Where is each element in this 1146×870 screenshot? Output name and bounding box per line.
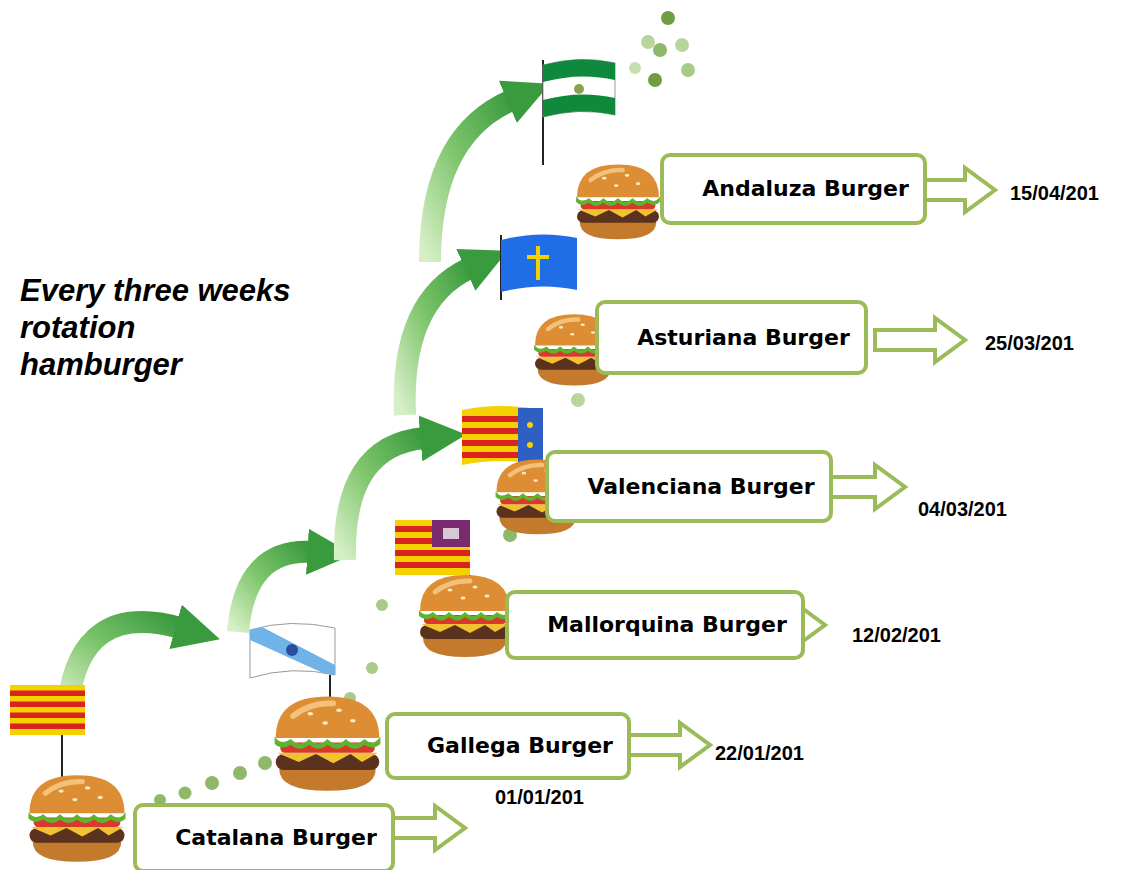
flag-field: [250, 623, 335, 678]
dot-trail: [154, 11, 695, 806]
date-arrows: [368, 168, 995, 850]
flag-cross: [527, 255, 549, 259]
flag-emblem: [286, 644, 298, 656]
flag-crown: [527, 442, 533, 448]
flag-field: [395, 520, 470, 575]
flag-field: [10, 685, 85, 735]
date-label: 25/03/201: [985, 332, 1074, 355]
rotation-arrows: [68, 100, 512, 705]
asturian-flag: [501, 234, 577, 292]
burger-box: Gallega Burger: [385, 712, 631, 780]
galician-flag: [250, 623, 335, 678]
burger-picture: [419, 575, 511, 657]
curved-arrow: [405, 268, 470, 415]
flag-stripe: [462, 452, 518, 458]
title-note: Every three weeks rotation hamburger: [20, 272, 305, 384]
flag-stripe: [395, 562, 470, 568]
burger-name: Gallega Burger: [427, 734, 613, 758]
curved-arrow: [430, 100, 512, 262]
dot: [661, 11, 675, 25]
date-label: 01/01/201: [495, 786, 584, 809]
date-label: 15/04/201: [1010, 182, 1099, 205]
flag-field: [501, 234, 577, 292]
burger-box: Valenciana Burger: [545, 450, 833, 523]
burger-picture: [576, 165, 660, 240]
andalusian-flag: [543, 59, 615, 117]
flag-canton: [432, 520, 470, 547]
flag-band: [250, 627, 335, 675]
date-label: 12/02/201: [852, 624, 941, 647]
flag-stripe: [462, 440, 518, 446]
dot: [648, 73, 662, 87]
curved-arrow: [238, 552, 312, 632]
flag-emblem: [574, 84, 584, 94]
flag-stripe: [10, 691, 85, 697]
flag-crown: [527, 422, 533, 428]
burger-box: Mallorquina Burger: [505, 590, 805, 660]
valencian-flag: [462, 406, 543, 465]
dot: [571, 393, 585, 407]
burger-box: Catalana Burger: [133, 803, 395, 870]
flag-field: [543, 59, 615, 117]
flag-stripe: [10, 702, 85, 708]
dot: [629, 62, 641, 74]
flag-band: [518, 408, 543, 465]
dot: [233, 766, 247, 780]
burger-name: Andaluza Burger: [702, 177, 909, 201]
flag-stripe: [10, 713, 85, 719]
dot: [653, 43, 667, 57]
flag-stripe: [462, 416, 518, 422]
flag-stripe: [395, 550, 470, 556]
catalan-flag: [10, 685, 85, 735]
date-label: 04/03/201: [918, 498, 1007, 521]
dot: [641, 35, 655, 49]
flag-stripe: [462, 428, 518, 434]
dot: [376, 599, 388, 611]
burger-picture: [28, 775, 125, 862]
flag-poles: [62, 60, 543, 795]
dot: [205, 776, 219, 790]
flag-stripe: [543, 94, 615, 117]
date-label: 22/01/201: [715, 742, 804, 765]
flag-field: [462, 406, 543, 465]
flag-castle: [443, 528, 459, 539]
burger-box: Asturiana Burger: [595, 300, 868, 375]
dot: [179, 787, 192, 800]
dot: [681, 63, 695, 77]
flag-stripe: [543, 59, 615, 82]
burger-name: Catalana Burger: [175, 826, 377, 850]
dot: [258, 756, 272, 770]
burger-name: Valenciana Burger: [587, 475, 814, 499]
flag-stripe: [10, 724, 85, 730]
burger-picture: [275, 697, 381, 791]
burger-name: Asturiana Burger: [637, 326, 850, 350]
hollow-arrow: [875, 318, 965, 362]
burger-name: Mallorquina Burger: [547, 613, 787, 637]
burger-box: Andaluza Burger: [660, 153, 927, 225]
mallorcan-flag: [395, 520, 470, 575]
dot: [675, 38, 689, 52]
flag-cross: [536, 246, 540, 280]
dot: [366, 662, 378, 674]
